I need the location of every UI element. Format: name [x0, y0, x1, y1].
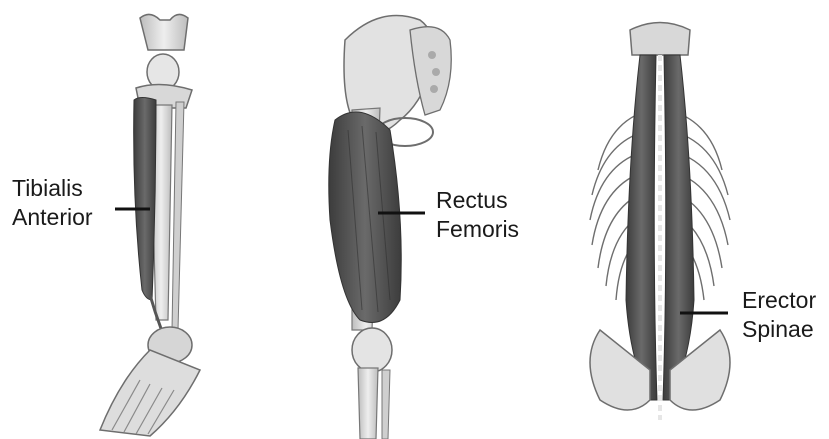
- tibialis-label-line2: Anterior: [12, 203, 93, 232]
- tibialis-label-line1: Tibialis: [12, 174, 93, 203]
- tibialis-anterior-label: Tibialis Anterior: [12, 174, 93, 232]
- rectus-label-line1: Rectus: [436, 186, 519, 215]
- lower-leg-illustration: [100, 14, 200, 436]
- foot: [100, 350, 200, 436]
- erector-spinae-left: [626, 55, 657, 400]
- rectus-label-line2: Femoris: [436, 215, 519, 244]
- back-illustration: [590, 23, 730, 421]
- erector-label-line1: Erector: [742, 286, 816, 315]
- tibialis-anterior-muscle: [134, 98, 156, 301]
- fibula-stub: [382, 370, 390, 439]
- tibia-stub: [358, 368, 378, 439]
- erector-label-line2: Spinae: [742, 315, 816, 344]
- fibula: [172, 102, 184, 330]
- rectus-femoris-muscle: [329, 112, 401, 323]
- skull-base: [630, 23, 690, 56]
- femur-stub: [140, 14, 188, 50]
- thigh-illustration: [329, 16, 451, 439]
- rectus-femoris-label: Rectus Femoris: [436, 186, 519, 244]
- erector-spinae-right: [663, 55, 694, 400]
- erector-spinae-label: Erector Spinae: [742, 286, 816, 344]
- knee: [352, 328, 392, 372]
